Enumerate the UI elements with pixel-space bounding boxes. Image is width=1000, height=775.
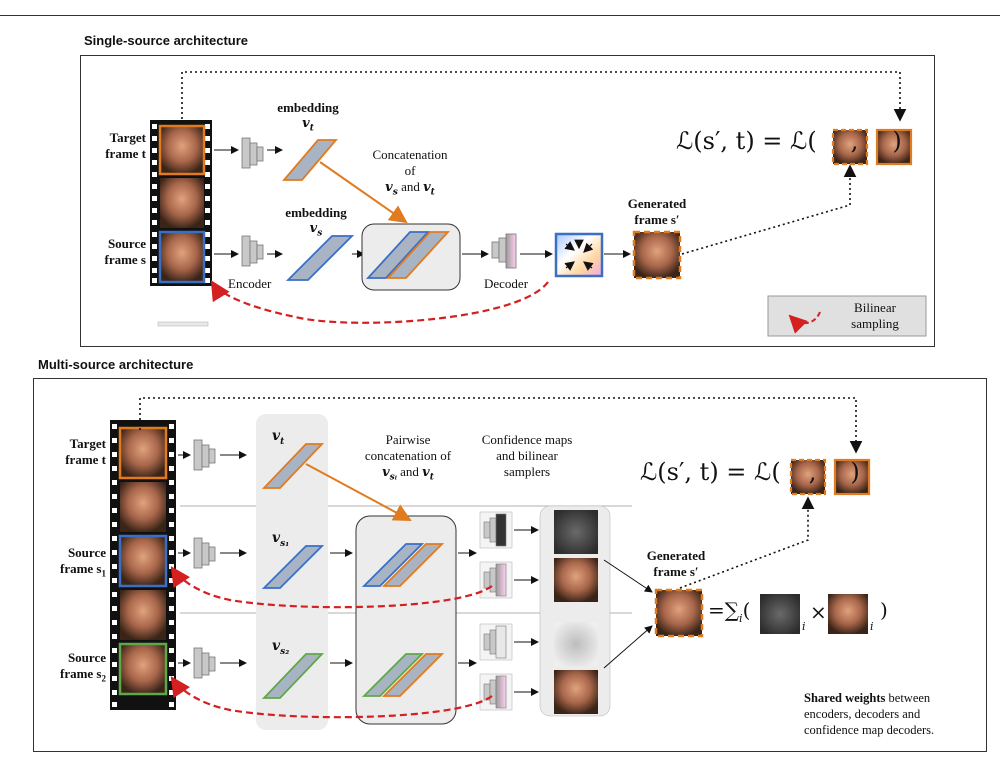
encoder-icon-multi-s1 (193, 537, 216, 569)
concatenation-label: Concatenation of vs and vt (372, 147, 448, 198)
loss-generated-thumbnail-multi (789, 458, 827, 496)
embedding-vt-label: embedding vt (277, 100, 339, 134)
pairwise-label: Pairwise concatenation of vsᵢ and vt (364, 432, 452, 483)
single-section-title: Single-source architecture (84, 33, 248, 48)
generated-frame-thumbnail (632, 230, 682, 280)
encoder-icon-multi-s2 (193, 647, 216, 679)
loss-generated-thumbnail (831, 128, 869, 166)
times-symbol: × (810, 600, 827, 624)
sum-face-thumbnail (828, 594, 868, 634)
multi-loss-equation: ℒ(s′, t) = ℒ(,) (640, 458, 860, 486)
generated-frame-thumbnail-multi (654, 588, 704, 638)
confidence-map-s1 (554, 510, 598, 554)
film-strip-icon (150, 120, 212, 286)
vs1-symbol: vs₁ (272, 530, 290, 549)
vt-symbol: vt (272, 428, 285, 447)
sum-index-2: i (870, 620, 874, 633)
embedding-vs1-bar-multi (261, 545, 325, 589)
decoder-label: Decoder (484, 276, 529, 291)
encoder-label: Encoder (228, 276, 272, 291)
shared-weights-note: Shared weights between encoders, decoder… (804, 691, 935, 737)
encoder-icon-target (241, 137, 264, 169)
multi-section-title: Multi-source architecture (38, 357, 194, 372)
sum-index-1: i (802, 620, 806, 633)
top-rule (0, 15, 1000, 16)
confidence-map-s2 (554, 622, 598, 666)
encoder-icon-multi-target (193, 439, 216, 471)
encoder-icon-source (241, 235, 264, 267)
flow-field-icon (554, 232, 604, 278)
loss-target-thumbnail-multi (833, 458, 871, 496)
single-loss-equation: ℒ(s′, t) = ℒ(,) (676, 127, 902, 155)
embedding-vs2-bar-multi (261, 653, 325, 699)
weighted-sum-equation: =∑i( (708, 598, 751, 625)
confidence-decoder-icon-s2 (479, 623, 513, 711)
warped-face-s2 (554, 670, 598, 714)
loss-target-thumbnail (875, 128, 913, 166)
embedding-vs-label: embedding vs (285, 205, 347, 239)
sum-close-paren: ) (880, 598, 888, 622)
film-strip-icon-multi (110, 420, 176, 710)
embedding-vs-bar (285, 235, 355, 281)
sum-confidence-thumbnail (760, 594, 800, 634)
vs2-symbol: vs₂ (272, 638, 290, 657)
warped-face-s1 (554, 558, 598, 602)
embedding-vt-bar-multi (261, 443, 325, 489)
confidence-decoder-icon-s1 (479, 511, 513, 599)
embedding-vt-bar (282, 139, 338, 181)
decoder-icon (491, 233, 517, 269)
